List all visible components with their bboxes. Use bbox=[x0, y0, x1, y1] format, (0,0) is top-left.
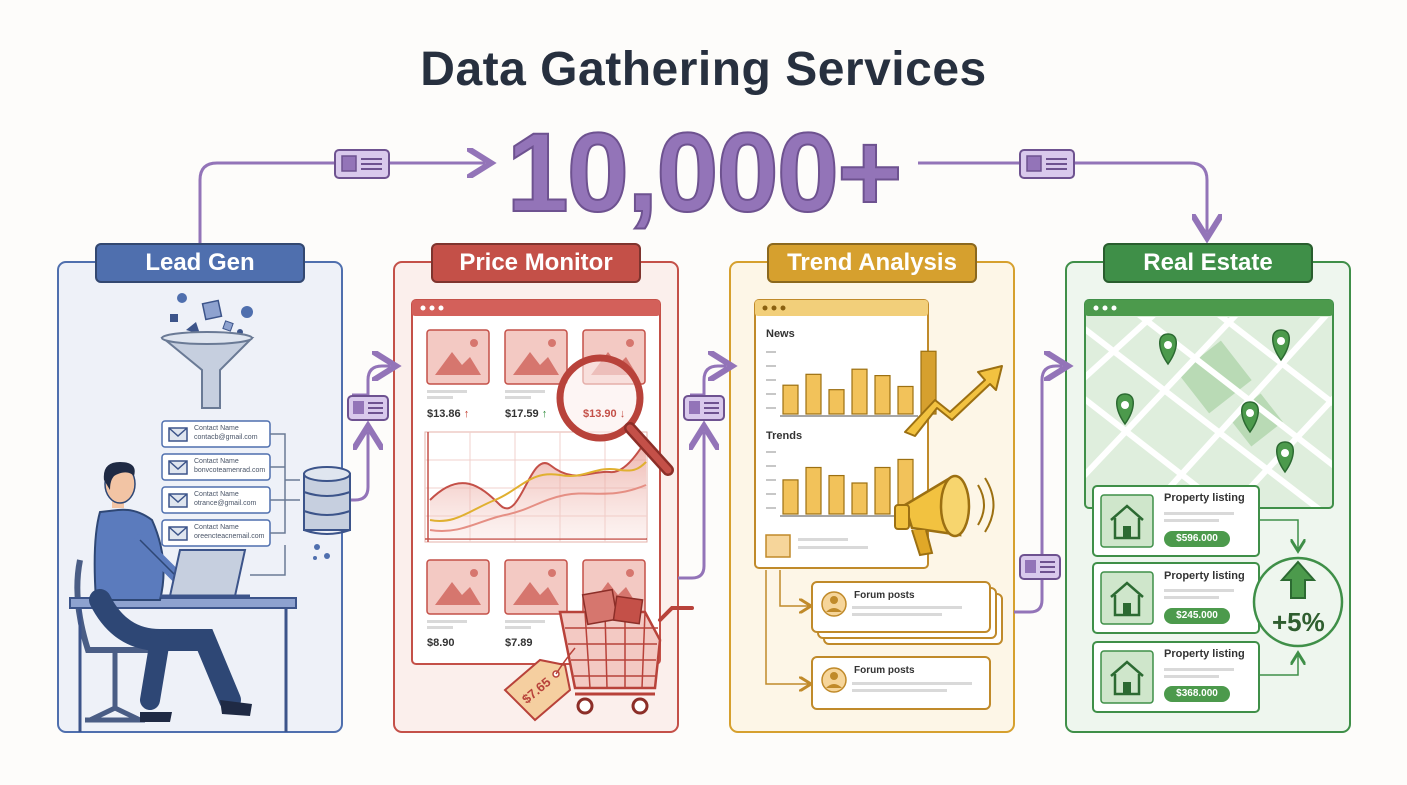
database-icon bbox=[303, 466, 351, 560]
connector-lead-to-price bbox=[340, 366, 390, 502]
price-value: $7.89 bbox=[505, 637, 533, 649]
news-bar bbox=[897, 385, 914, 415]
top-connector-right bbox=[918, 149, 1207, 232]
forum-post-card-2 bbox=[811, 656, 991, 710]
growth-percent: +5% bbox=[1272, 607, 1325, 637]
contact-name: Contact Name bbox=[194, 458, 239, 465]
top-connector-left bbox=[198, 150, 485, 248]
contact-email: contacb@gmail.com bbox=[194, 434, 258, 441]
funnel-icon bbox=[160, 293, 255, 409]
contact-connectors bbox=[250, 433, 300, 576]
forum-posts-label: Forum posts bbox=[854, 590, 915, 601]
news-bar bbox=[828, 389, 845, 415]
trend-up-arrow-icon bbox=[904, 365, 1003, 437]
forum-posts-label: Forum posts bbox=[854, 665, 915, 676]
contact-email: oreencteacnemail.com bbox=[194, 533, 265, 540]
news-bar bbox=[851, 368, 868, 415]
news-bar bbox=[805, 373, 822, 415]
forum-connectors bbox=[765, 570, 808, 684]
trends-bar bbox=[874, 466, 891, 515]
price-tag-icon bbox=[503, 647, 576, 722]
product-image-5 bbox=[504, 559, 568, 629]
forum-post-card-1 bbox=[811, 581, 1003, 645]
contact-card-4 bbox=[161, 519, 271, 547]
listing-price: $245.000 bbox=[1164, 608, 1230, 624]
contact-name: Contact Name bbox=[194, 524, 239, 531]
trends-label: Trends bbox=[766, 430, 803, 442]
trends-bar bbox=[782, 479, 799, 515]
listing-title: Property listing bbox=[1164, 648, 1245, 660]
megaphone-icon bbox=[894, 474, 995, 557]
listing-title: Property listing bbox=[1164, 570, 1245, 582]
contact-email: otrance@gmail.com bbox=[194, 500, 257, 507]
magnifier-icon bbox=[556, 354, 674, 476]
trends-chart bbox=[765, 451, 918, 558]
news-bar bbox=[874, 375, 891, 415]
connector-price-to-trend bbox=[678, 366, 726, 580]
price-value: $13.86 ↑ bbox=[427, 408, 470, 420]
price-up-icon: ↑ bbox=[541, 408, 548, 420]
lead-gen-label: Lead Gen bbox=[95, 243, 305, 283]
contact-name: Contact Name bbox=[194, 491, 239, 498]
real-estate-label: Real Estate bbox=[1103, 243, 1313, 283]
person-at-desk bbox=[69, 462, 297, 732]
price-up-icon: ↑ bbox=[463, 408, 470, 420]
listing-price: $596.000 bbox=[1164, 531, 1230, 547]
news-chart bbox=[766, 350, 937, 417]
price-history-chart bbox=[424, 431, 648, 543]
shopping-cart-icon bbox=[558, 588, 694, 715]
trends-bar bbox=[851, 482, 868, 515]
price-monitor-label: Price Monitor bbox=[431, 243, 641, 283]
record-count: 10,000+ bbox=[506, 109, 904, 236]
growth-badge bbox=[1252, 556, 1344, 648]
listing-title: Property listing bbox=[1164, 492, 1245, 504]
listing-price: $368.000 bbox=[1164, 686, 1230, 702]
news-label: News bbox=[766, 328, 795, 340]
price-value: $8.90 bbox=[427, 637, 455, 649]
contact-name: Contact Name bbox=[194, 425, 239, 432]
price-down-icon: ↓ bbox=[619, 408, 626, 420]
trend-analysis-label: Trend Analysis bbox=[767, 243, 977, 283]
product-image-1 bbox=[426, 329, 490, 399]
price-value: $17.59 ↑ bbox=[505, 408, 548, 420]
listing-connectors bbox=[1259, 519, 1298, 676]
product-image-2 bbox=[504, 329, 568, 399]
price-value: $13.90 ↓ bbox=[583, 408, 626, 420]
contact-email: bonvcoteamenrad.com bbox=[194, 467, 266, 474]
product-image-4 bbox=[426, 559, 490, 629]
map-pin-icons bbox=[1116, 329, 1294, 474]
trends-bar bbox=[828, 474, 845, 515]
page-title: Data Gathering Services bbox=[420, 43, 987, 96]
trends-bar bbox=[805, 466, 822, 515]
connector-trend-to-estate bbox=[1014, 366, 1062, 614]
news-bar bbox=[782, 384, 799, 415]
